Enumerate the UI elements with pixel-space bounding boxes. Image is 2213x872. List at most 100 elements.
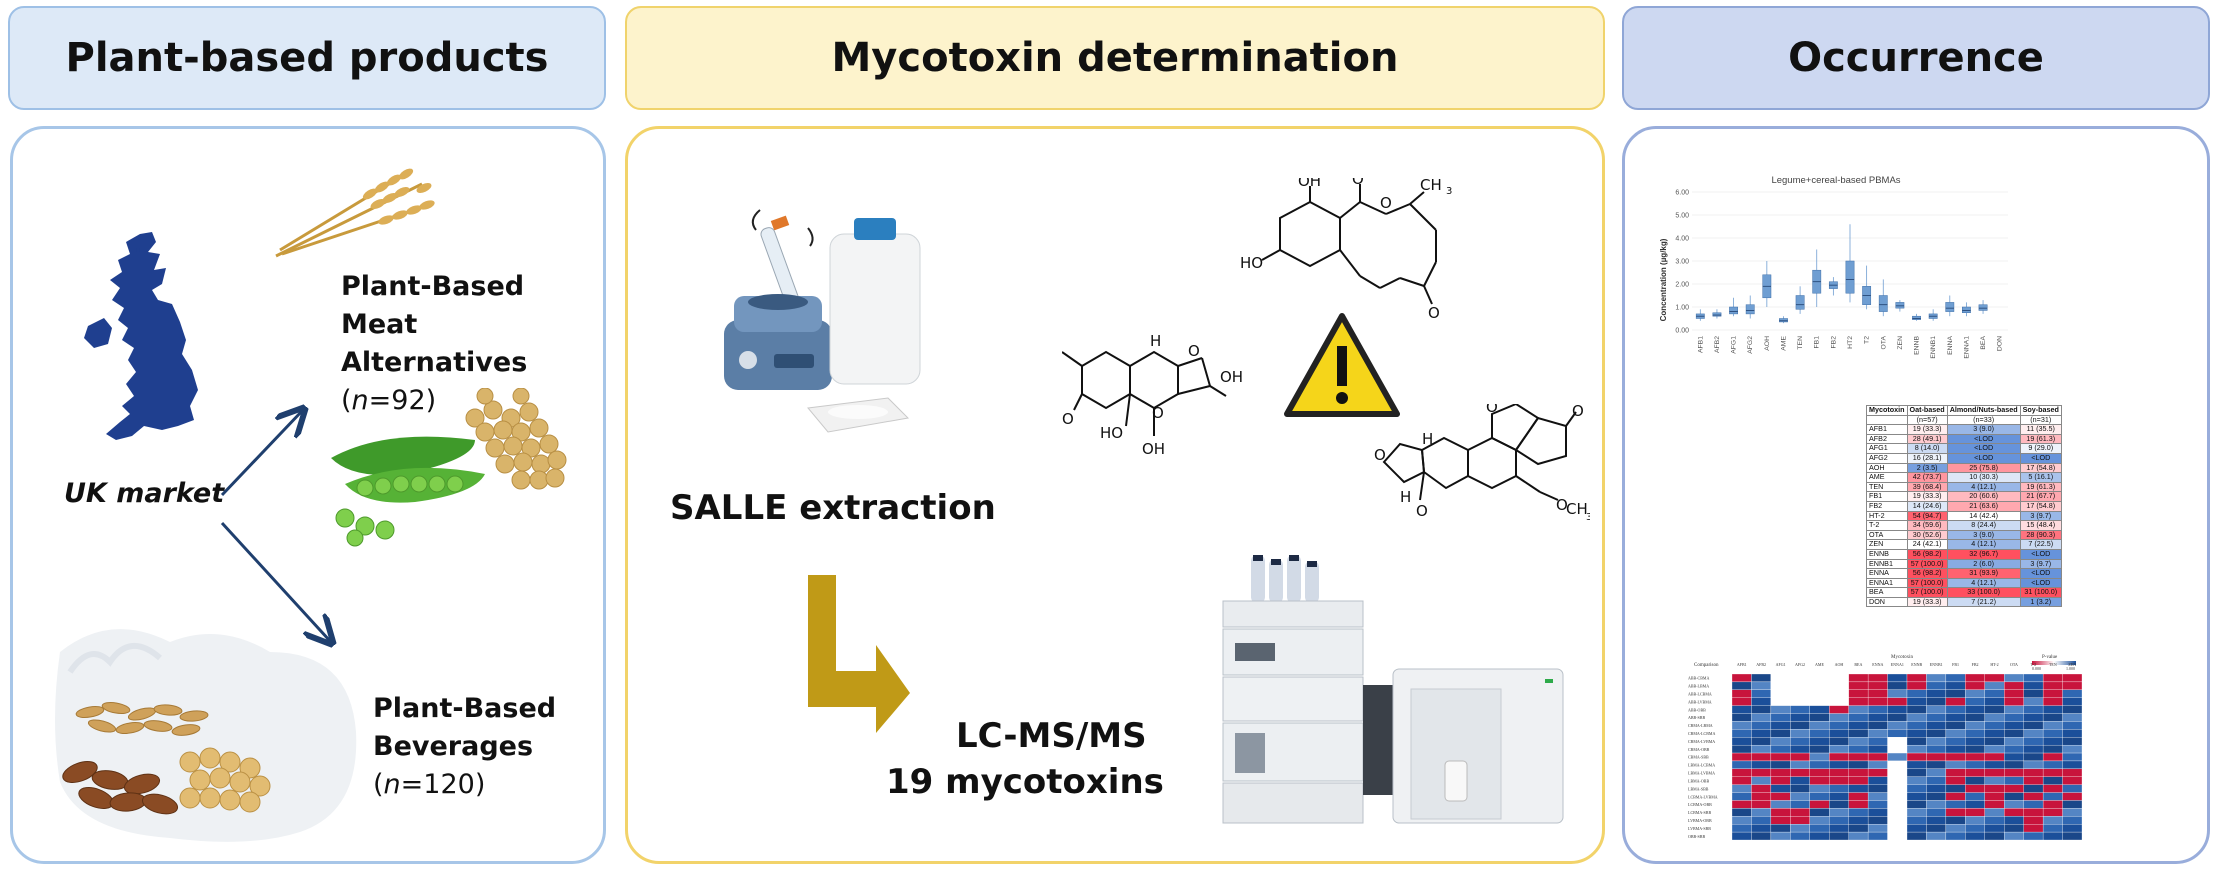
heatmap-cell [1984,737,2005,746]
heatmap-cell [1770,760,1791,770]
heatmap-cell [1848,752,1869,762]
heatmap-cell [1945,776,1966,785]
heatmap-cell [1848,697,1869,706]
heatmap-col-label: ENNA1 [1891,662,1904,667]
x-tick-label: T2 [1864,336,1871,344]
x-tick-label: OTA [1880,336,1887,350]
heatmap-cell [1809,784,1830,793]
heatmap-cell [1809,705,1830,714]
svg-text:O: O [1556,496,1568,514]
heatmap-cell [1906,713,1927,722]
heatmap-cell [1965,831,1985,841]
heatmap-cell [2062,808,2083,817]
table-row-header: FB2 [1866,500,1908,512]
heatmap-cell [1984,816,2005,825]
heatmap-cell [1906,689,1927,698]
table-cell: 3 (9.0) [1946,424,2021,435]
heatmap-cell [1867,760,1888,770]
heatmap-cell [1751,705,1772,714]
heatmap-cell [1945,792,1966,801]
heatmap-cell [1965,744,1985,754]
heatmap-cell [1984,831,2005,841]
heatmap-cell [1770,831,1791,841]
header-plant-based-products: Plant-based products [8,6,606,110]
heatmap-cell [1887,816,1908,825]
x-tick-label: ENNA1 [1963,336,1970,359]
box-body [1895,302,1905,309]
heatmap-cell [2042,824,2063,833]
heatmap-cell [1887,752,1908,762]
heatmap-cell [1965,776,1985,785]
heatmap-cell [2062,697,2083,706]
heatmap-cell [1984,721,2005,730]
table-cell: 19 (33.3) [1906,491,1948,502]
uk-map-icon [84,232,198,440]
heatmap-cell [2062,784,2083,793]
heatmap-cell [1770,697,1791,706]
heatmap-cell [1751,784,1772,793]
heatmap-cell [1809,776,1830,785]
heatmap-cell [1945,697,1966,706]
heatmap-cell [2004,784,2024,793]
svg-text:O: O [1428,304,1440,318]
heatmap-cell [1926,768,1947,777]
heatmap-cell [1770,776,1791,785]
heatmap-cell [1770,752,1791,762]
heatmap-cell [1887,744,1908,754]
svg-text:OH: OH [1298,178,1321,190]
table-row-header: AFB1 [1866,424,1908,435]
heatmap-cell [1926,721,1947,730]
heatmap-cell [1751,729,1772,738]
heatmap-cell [1984,768,2005,777]
heatmap-cell [2023,729,2044,738]
heatmap-cell [1906,697,1927,706]
box-body [1912,315,1921,320]
table-cell: 15 (48.4) [2019,520,2062,531]
heatmap-cell [1809,824,1830,833]
heatmap-cell [1829,744,1849,754]
heatmap-cell [2023,721,2044,730]
heatmap-cell [1906,705,1927,714]
heatmap-cell [2004,792,2024,801]
heatmap-cell [1867,744,1888,754]
table-cell: 1 (3.2) [2019,596,2062,608]
heatmap-cell [2023,689,2044,698]
table-row-header: FB1 [1866,491,1908,502]
heatmap-cell [1945,729,1966,738]
heatmap-cell [1887,713,1908,722]
heatmap-cell [1965,816,1985,825]
heatmap-col-label: ENNB1 [1930,662,1943,667]
y-axis-label: Concentration (µg/kg) [1659,238,1668,321]
box-body [1978,304,1988,311]
heatmap-cell [1887,800,1908,809]
heatmap-cell [1965,752,1985,762]
count: =92) [368,385,437,416]
heatmap-cell [1790,760,1810,770]
x-tick-label: DON [1997,336,2004,351]
heatmap-cell [1770,673,1791,683]
heatmap-cell [1965,673,1985,683]
heatmap-cell [1965,824,1985,833]
heatmap-cell [1751,673,1772,683]
heatmap-cell [1751,792,1772,801]
heatmap-cell [1867,705,1888,714]
box-body [1745,304,1755,315]
heatmap-cell [1809,744,1830,754]
heatmap-cell [1926,816,1947,825]
pbma-label-line: Alternatives [341,347,528,378]
heatmap-row-label: CBMA-LBMA [1688,723,1713,728]
heatmap-cell [1731,729,1752,738]
svg-text:H: H [1400,488,1411,506]
heatmap-row-label: CBMA-OBB [1688,747,1710,752]
heatmap-cell [1751,697,1772,706]
heatmap-cell [1848,792,1869,801]
heatmap-cell [2004,681,2024,690]
heatmap-cell [1829,776,1849,785]
heatmap-cell [1751,800,1772,809]
heatmap-cell [1790,800,1810,809]
table-header-cell: Almond/Nuts-based [1946,405,2021,416]
heatmap-cell [1829,689,1849,698]
